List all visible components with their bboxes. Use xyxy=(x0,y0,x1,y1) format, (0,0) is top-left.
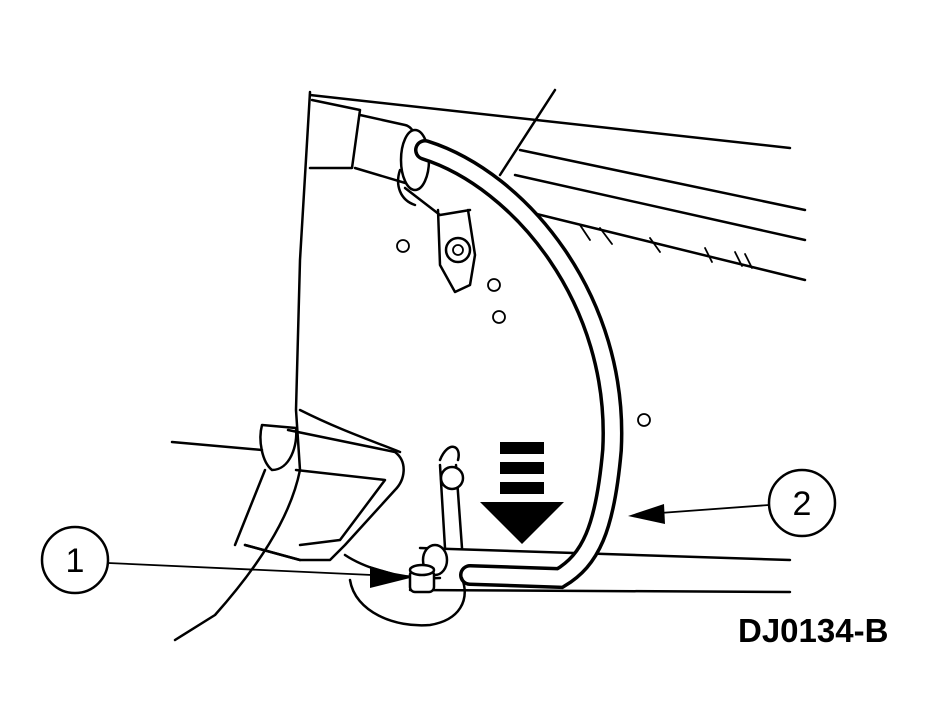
frame-rail xyxy=(308,88,807,282)
lower-clamp xyxy=(421,445,465,577)
figure-id: DJ0134-B xyxy=(738,612,889,649)
hose-bracket xyxy=(436,208,477,294)
upper-hose-connection xyxy=(308,98,472,217)
callout-1: 1 xyxy=(40,525,410,595)
crossmember xyxy=(233,423,405,562)
callout-2-label: 2 xyxy=(793,485,812,523)
direction-arrow-icon xyxy=(480,442,564,544)
fuel-hose xyxy=(414,139,624,590)
mounting-holes xyxy=(396,239,651,427)
callout-1-label: 1 xyxy=(66,542,85,580)
callout-2: 2 xyxy=(628,468,837,538)
